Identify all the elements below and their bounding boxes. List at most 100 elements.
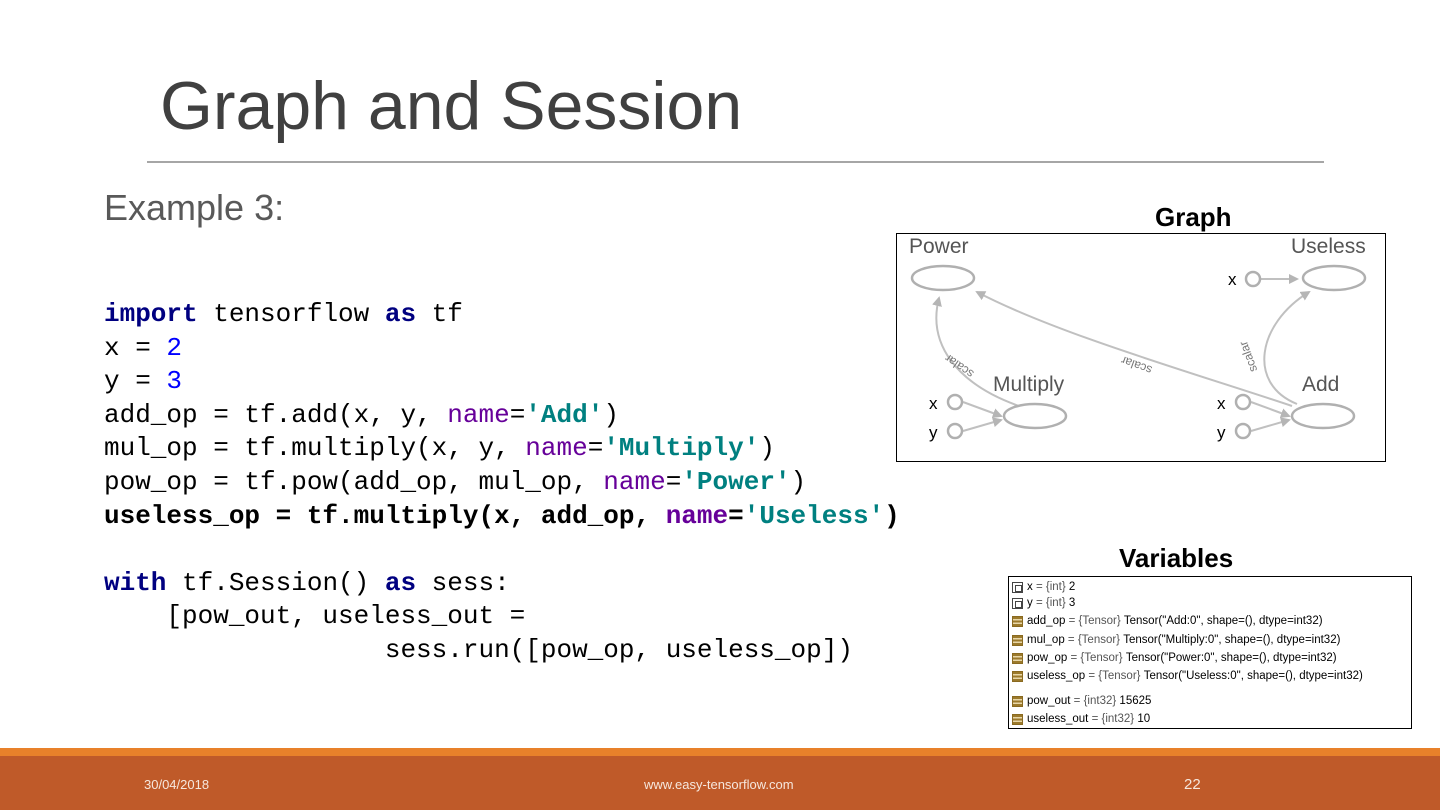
code-block: import tensorflow as tf x = 2 y = 3 add_… <box>104 298 900 668</box>
code-token: ) <box>884 500 900 531</box>
input-node-multiply-x[interactable] <box>946 393 964 411</box>
graph-figure: Power Useless Multiply Add x x y x y sca… <box>896 233 1386 462</box>
variable-equals: = <box>1070 695 1084 707</box>
input-node-multiply-y[interactable] <box>946 422 964 440</box>
edge-multiply-to-power <box>932 296 1020 407</box>
node-power[interactable] <box>910 264 976 292</box>
code-token: sess: <box>416 567 510 598</box>
slide-number: 22 <box>1184 776 1201 793</box>
variable-type: {Tensor} <box>1098 670 1141 682</box>
variable-equals: = <box>1064 634 1078 646</box>
node-label-useless: Useless <box>1291 235 1366 258</box>
variable-value: 3 <box>1068 597 1076 609</box>
variable-row[interactable]: pow_out = {int32} 15625 <box>1012 693 1151 709</box>
input-node-add-y[interactable] <box>1234 422 1252 440</box>
variable-value: 10 <box>1137 713 1151 725</box>
code-line: [pow_out, useless_out = <box>104 601 525 631</box>
list-variable-icon <box>1012 634 1023 646</box>
edge-label-add-to-useless: scalar <box>1236 339 1260 374</box>
input-node-useless-x[interactable] <box>1244 270 1262 288</box>
code-line: sess.run([pow_op, useless_op]) <box>104 635 853 665</box>
slide-subtitle: Example 3: <box>104 187 285 228</box>
edge-x-to-add <box>1250 401 1291 418</box>
variables-label: Variables <box>1119 543 1234 573</box>
code-token: name <box>665 500 729 531</box>
list-variable-icon <box>1012 695 1023 707</box>
code-token: = <box>728 500 744 531</box>
code-token: name <box>447 399 510 430</box>
variable-equals: = <box>1065 615 1079 627</box>
footer-date: 30/04/2018 <box>144 777 210 792</box>
edge-add-to-useless <box>1263 290 1311 405</box>
code-line: add_op = tf.add(x, y, name='Add') <box>104 400 619 430</box>
code-line: import tensorflow as tf <box>104 299 463 329</box>
code-token: ) <box>759 433 775 464</box>
variable-type: {int} <box>1045 581 1066 593</box>
code-line: with tf.Session() as sess: <box>104 568 510 598</box>
code-token: with <box>104 567 167 598</box>
variable-row[interactable]: y = {int} 3 <box>1012 595 1075 611</box>
code-line: useless_op = tf.multiply(x, add_op, name… <box>104 501 900 531</box>
variable-equals: = <box>1085 670 1099 682</box>
edge-x-to-multiply <box>962 401 1003 418</box>
input-label-add-y: y <box>1217 423 1226 442</box>
list-variable-icon <box>1012 652 1023 664</box>
code-token: as <box>384 299 417 329</box>
code-token: tensorflow <box>197 299 385 329</box>
edge-y-to-add <box>1250 417 1291 432</box>
node-add[interactable] <box>1290 402 1356 430</box>
variable-type: {Tensor} <box>1078 615 1121 627</box>
code-token: pow_op = tf.pow(add_op, mul_op, <box>104 466 604 497</box>
node-label-add: Add <box>1302 373 1339 396</box>
variable-name: add_op <box>1027 615 1066 627</box>
footer-website: www.easy-tensorflow.com <box>644 777 794 792</box>
variable-equals: = <box>1032 597 1046 609</box>
code-token: x = <box>104 332 167 363</box>
scalar-variable-icon <box>1012 597 1023 609</box>
edge-label-add-to-power: scalar <box>1119 353 1154 377</box>
scalar-variable-icon <box>1012 581 1023 593</box>
variable-name: y <box>1027 597 1033 609</box>
variable-type: {int32} <box>1101 713 1135 725</box>
variable-equals: = <box>1088 713 1102 725</box>
input-label-multiply-x: x <box>929 394 938 413</box>
code-token: 'Multiply' <box>603 433 760 464</box>
input-label-useless-x: x <box>1228 270 1237 289</box>
code-token: name <box>603 466 666 497</box>
graph-label: Graph <box>1155 202 1232 232</box>
code-token: [pow_out, useless_out = <box>104 601 526 632</box>
edge-add-to-power <box>975 291 1293 407</box>
input-node-add-x[interactable] <box>1234 393 1252 411</box>
node-useless[interactable] <box>1301 264 1367 292</box>
variable-name: x <box>1027 581 1033 593</box>
variable-row[interactable]: pow_op = {Tensor} Tensor("Power:0", shap… <box>1012 650 1337 666</box>
variable-name: useless_op <box>1027 670 1086 682</box>
variable-row[interactable]: useless_out = {int32} 10 <box>1012 711 1150 727</box>
variable-row[interactable]: useless_op = {Tensor} Tensor("Useless:0"… <box>1012 668 1363 684</box>
variable-value: 15625 <box>1119 695 1152 707</box>
variable-name: useless_out <box>1027 713 1089 725</box>
slide-title: Graph and Session <box>160 68 743 144</box>
code-token: 'Power' <box>681 466 791 497</box>
variable-name: pow_op <box>1027 652 1068 664</box>
code-token: y = <box>104 366 167 397</box>
variable-value: 2 <box>1068 581 1076 593</box>
code-token: 3 <box>166 366 183 397</box>
code-token: mul_op = tf.multiply(x, y, <box>104 433 526 464</box>
variable-row[interactable]: mul_op = {Tensor} Tensor("Multiply:0", s… <box>1012 632 1340 648</box>
variable-type: {Tensor} <box>1077 634 1121 646</box>
code-token: add_op = tf.add(x, y, <box>104 399 448 430</box>
variable-row[interactable]: add_op = {Tensor} Tensor("Add:0", shape=… <box>1012 613 1323 629</box>
edge-label-mul-to-power: scalar <box>942 351 976 381</box>
code-token: = <box>665 466 682 497</box>
variable-row[interactable]: x = {int} 2 <box>1012 579 1075 595</box>
input-label-multiply-y: y <box>929 423 938 442</box>
footer-bar <box>0 748 1440 810</box>
graph-diagram: Power Useless Multiply Add x x y x y sca… <box>909 235 1367 442</box>
code-token: = <box>587 433 604 464</box>
node-multiply[interactable] <box>1002 402 1068 430</box>
footer-accent-stripe <box>0 748 1440 756</box>
variable-equals: = <box>1032 581 1046 593</box>
code-line: mul_op = tf.multiply(x, y, name='Multipl… <box>104 433 775 463</box>
